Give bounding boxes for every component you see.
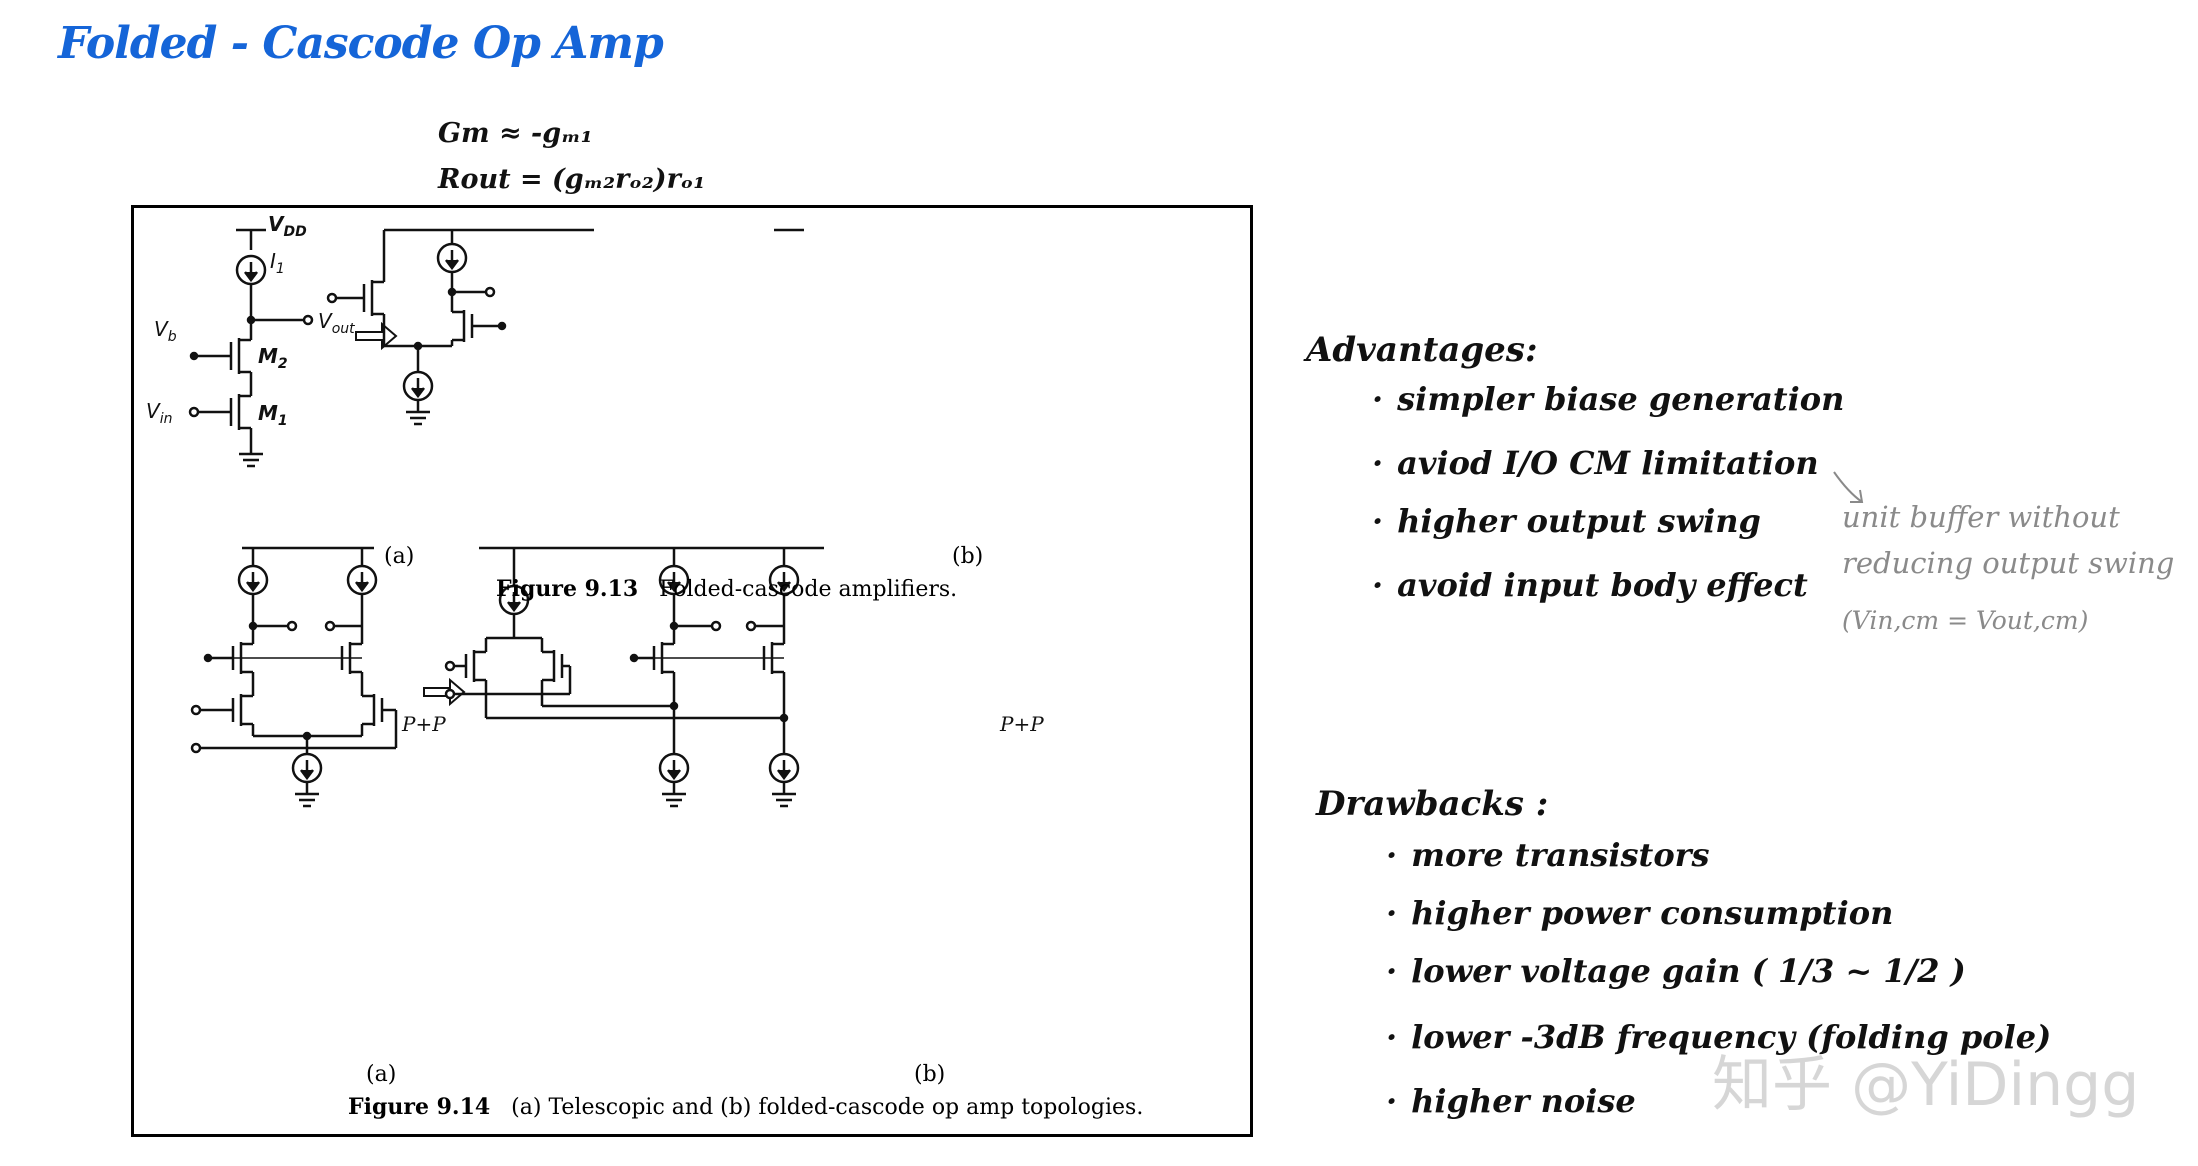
fig914-label-b: (b) xyxy=(914,1062,946,1087)
advantage-item: ·aviod I/O CM limitation xyxy=(1372,444,1819,482)
drawback-item: ·lower voltage gain ( 1/3 ~ 1/2 ) xyxy=(1386,952,1966,990)
fig913-label-b: (b) xyxy=(952,544,984,569)
textbook-figure: VDD I1 Vout Vb M2 Vin M1 xyxy=(131,205,1253,1137)
pp-note-b: P+P xyxy=(1000,712,1044,736)
fig913a-cascode-circuit xyxy=(188,228,314,468)
fig914b-folded-cascode-circuit xyxy=(444,546,649,718)
drawback-item: ·more transistors xyxy=(1386,836,1710,874)
advantage-note-line1: unit buffer without xyxy=(1842,500,2120,534)
advantage-note-line2: reducing output swing xyxy=(1842,546,2175,580)
svg-text:M1: M1 xyxy=(258,401,288,429)
fig914-caption: Figure 9.14 (a) Telescopic and (b) folde… xyxy=(348,1094,1143,1120)
fig913-caption-text: Folded-cascode amplifiers. xyxy=(659,577,958,602)
svg-text:VDD: VDD xyxy=(268,212,307,240)
fig914a-telescopic-circuit xyxy=(190,546,398,808)
page-title: Folded - Cascode Op Amp xyxy=(58,18,664,69)
fig914-caption-text: (a) Telescopic and (b) folded-cascode op… xyxy=(511,1095,1144,1120)
svg-text:I1: I1 xyxy=(270,249,285,277)
fig913a-folded-circuit xyxy=(326,228,594,426)
svg-text:Vin: Vin xyxy=(146,399,172,427)
schematics-svg: VDD I1 Vout Vb M2 Vin M1 xyxy=(146,212,824,808)
arrow-icon xyxy=(1833,471,1864,503)
svg-text:Vb: Vb xyxy=(154,317,177,345)
fig914b-output-stage xyxy=(486,546,824,808)
drawback-item: ·lower -3dB frequency (folding pole) xyxy=(1386,1018,2052,1056)
gm-equation: Gm ≈ -gₘ₁ xyxy=(438,118,593,149)
fig913-caption-num: Figure 9.13 xyxy=(496,576,639,602)
fig913-caption: Figure 9.13 Folded-cascode amplifiers. xyxy=(496,576,957,602)
rout-equation: Rout = (gₘ₂rₒ₂)rₒ₁ xyxy=(438,164,706,195)
fig913-label-a: (a) xyxy=(384,544,415,569)
advantage-item: ·avoid input body effect xyxy=(1372,566,1808,604)
arrow-icon xyxy=(355,321,398,351)
drawbacks-heading: Drawbacks : xyxy=(1316,784,1549,824)
arrow-icon xyxy=(423,677,466,707)
advantage-item: ·simpler biase generation xyxy=(1372,380,1845,418)
svg-text:M2: M2 xyxy=(258,344,288,372)
watermark: 知乎 @YiDingg xyxy=(1712,1050,2140,1120)
fig914-label-a: (a) xyxy=(366,1062,397,1087)
fig914-caption-num: Figure 9.14 xyxy=(348,1094,491,1120)
advantage-note-line3: (Vin,cm = Vout,cm) xyxy=(1842,606,2089,635)
advantage-item: ·higher output swing xyxy=(1372,502,1761,540)
drawback-item: ·higher power consumption xyxy=(1386,894,1894,932)
drawback-item: ·higher noise xyxy=(1386,1082,1636,1120)
advantages-heading: Advantages: xyxy=(1306,330,1538,370)
svg-text:Vout: Vout xyxy=(318,309,355,337)
pp-note-a: P+P xyxy=(402,712,446,736)
